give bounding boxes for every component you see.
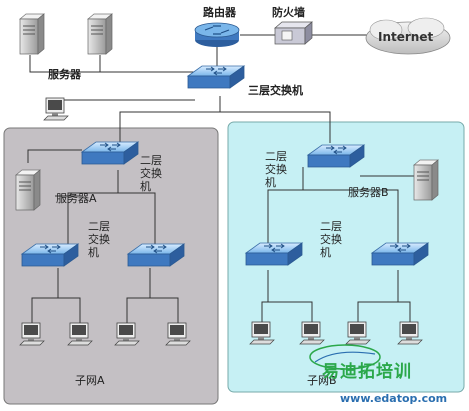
firewall-label: 防火墙 bbox=[272, 6, 305, 19]
left-l3-switch-label: 二层交换机 bbox=[140, 154, 162, 193]
watermark-url: www.edatop.com bbox=[340, 392, 448, 405]
server-a-icon bbox=[15, 169, 41, 211]
server-b-icon bbox=[413, 159, 439, 201]
left-l2-switch-label: 二层交换机 bbox=[88, 220, 110, 259]
server-1-icon bbox=[19, 13, 45, 55]
internet-label: Internet bbox=[378, 30, 434, 44]
internet-cloud-icon bbox=[365, 17, 451, 55]
pc-a4-icon bbox=[165, 322, 191, 346]
watermark-brand: 易迪拓培训 bbox=[322, 362, 412, 382]
server-2-icon bbox=[87, 13, 113, 55]
pc-b4-icon bbox=[397, 321, 423, 345]
pc-b2-icon bbox=[299, 321, 325, 345]
pc-b3-icon bbox=[345, 321, 371, 345]
right-l3-switch-label: 二层交换机 bbox=[265, 150, 287, 189]
server-a-label: 服务器A bbox=[56, 192, 97, 205]
router-label: 路由器 bbox=[203, 6, 236, 19]
left-region bbox=[3, 127, 219, 405]
pc-a3-icon bbox=[114, 322, 140, 346]
admin-pc-icon bbox=[43, 97, 69, 121]
pc-b1-icon bbox=[249, 321, 275, 345]
server-b-label: 服务器B bbox=[348, 186, 389, 199]
servers-top-label: 服务器 bbox=[48, 68, 81, 81]
core-switch-label: 三层交换机 bbox=[248, 84, 303, 97]
right-l2-switch-label: 二层交换机 bbox=[320, 220, 342, 259]
firewall-icon bbox=[274, 21, 313, 45]
subnet-a-label: 子网A bbox=[75, 374, 105, 387]
subnet-b-label: 子网B bbox=[307, 374, 337, 387]
watermark-logo bbox=[309, 344, 381, 370]
router-icon bbox=[194, 22, 240, 47]
core-switch-icon bbox=[187, 65, 245, 89]
